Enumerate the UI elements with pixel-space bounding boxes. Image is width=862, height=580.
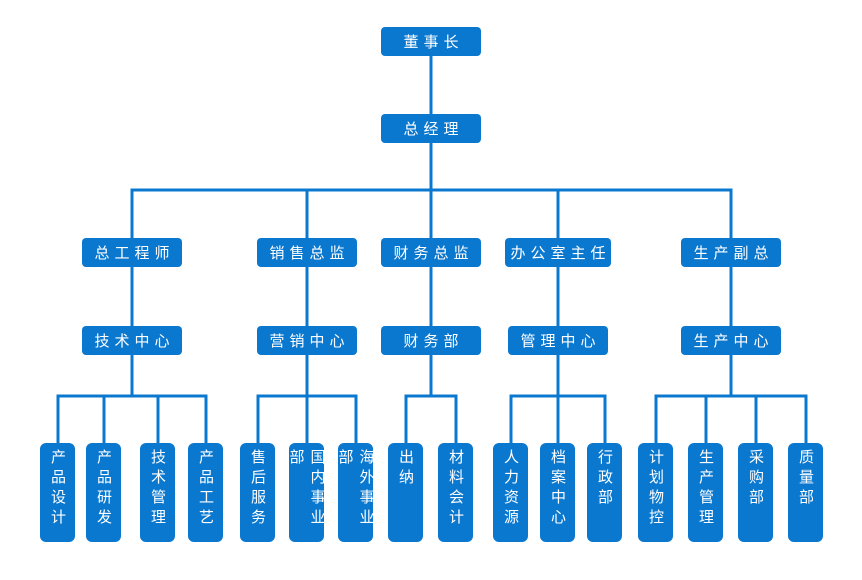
- node-overseas-division: 海外事业部: [338, 443, 373, 542]
- node-cashier: 出纳: [388, 443, 423, 542]
- node-material-accounting: 材料会计: [438, 443, 473, 542]
- node-human-resources: 人力资源: [493, 443, 528, 542]
- node-technology-center: 技术中心: [82, 326, 182, 355]
- node-product-design: 产品设计: [40, 443, 75, 542]
- node-administration: 行政部: [587, 443, 622, 542]
- node-chief-engineer: 总工程师: [82, 238, 182, 267]
- node-production-vp: 生产副总: [681, 238, 781, 267]
- node-planning-material-control: 计划物控: [638, 443, 673, 542]
- node-general-manager: 总经理: [381, 114, 481, 143]
- node-domestic-division: 国内事业部: [289, 443, 324, 542]
- node-product-rd: 产品研发: [86, 443, 121, 542]
- node-product-process: 产品工艺: [188, 443, 223, 542]
- node-marketing-center: 营销中心: [257, 326, 357, 355]
- node-chairman: 董事长: [381, 27, 481, 56]
- node-purchasing: 采购部: [738, 443, 773, 542]
- node-quality: 质量部: [788, 443, 823, 542]
- node-production-center: 生产中心: [681, 326, 781, 355]
- node-production-management: 生产管理: [688, 443, 723, 542]
- node-office-director: 办公室主任: [505, 238, 611, 267]
- node-after-sales-service: 售后服务: [240, 443, 275, 542]
- node-archives-center: 档案中心: [540, 443, 575, 542]
- node-finance-director: 财务总监: [381, 238, 481, 267]
- node-tech-management: 技术管理: [140, 443, 175, 542]
- node-sales-director: 销售总监: [257, 238, 357, 267]
- node-management-center: 管理中心: [508, 326, 608, 355]
- node-finance-department: 财务部: [381, 326, 481, 355]
